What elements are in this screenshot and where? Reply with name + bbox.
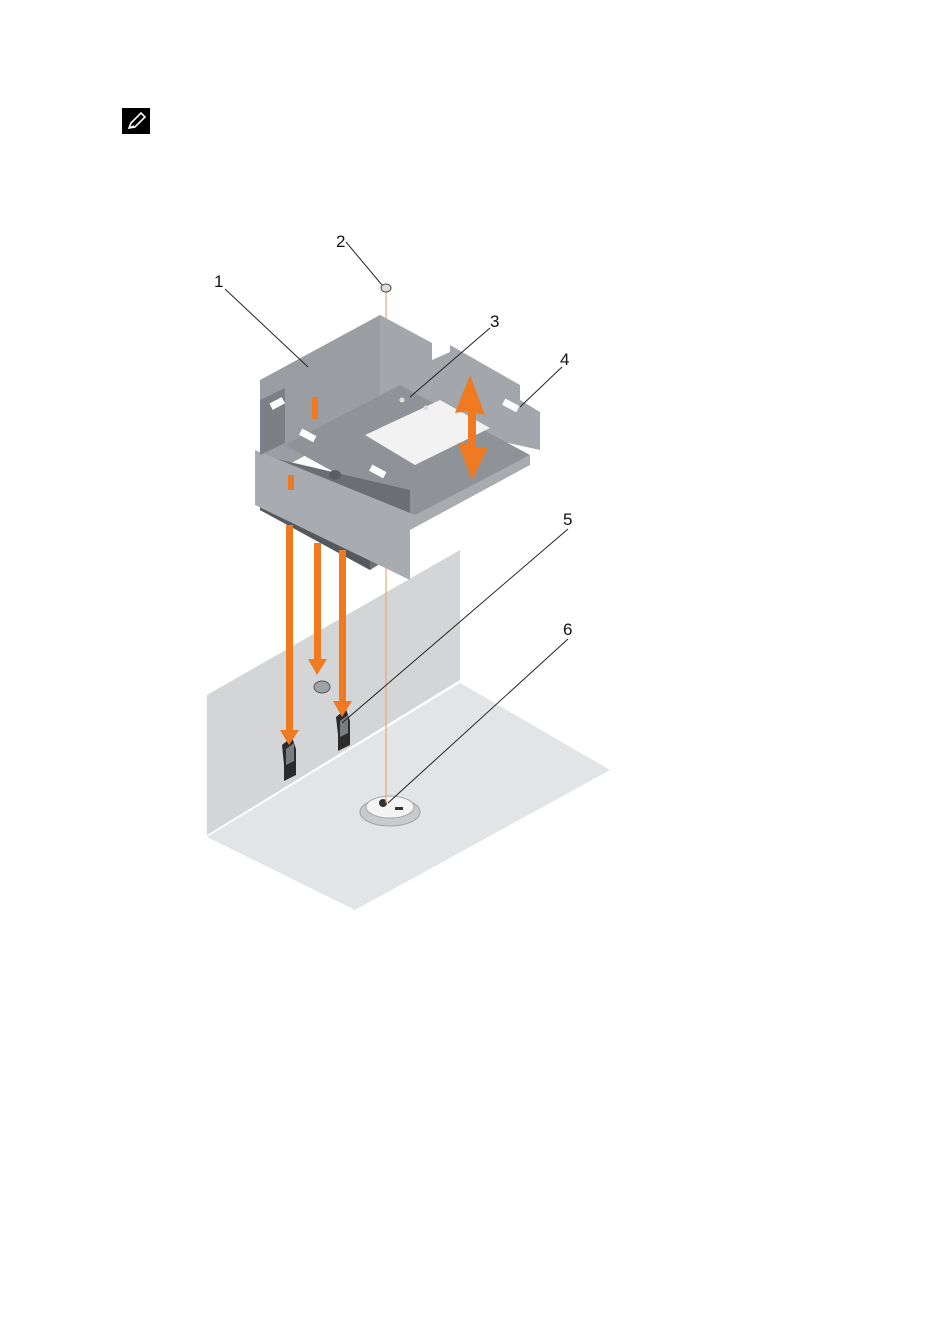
wall-pin: [314, 681, 330, 693]
callout-5: 5: [563, 511, 572, 528]
callout-3: 3: [490, 313, 499, 330]
callout-4: 4: [560, 351, 569, 368]
screw: [381, 284, 391, 292]
figure-container: 1 2 3 4 5 6: [110, 225, 680, 915]
callout-2: 2: [336, 233, 345, 250]
bracket: [255, 315, 540, 580]
note-pencil-icon: [122, 108, 150, 134]
callout-1: 1: [214, 273, 223, 290]
bracket-installation-diagram: [110, 225, 680, 915]
callout-6: 6: [563, 621, 572, 638]
